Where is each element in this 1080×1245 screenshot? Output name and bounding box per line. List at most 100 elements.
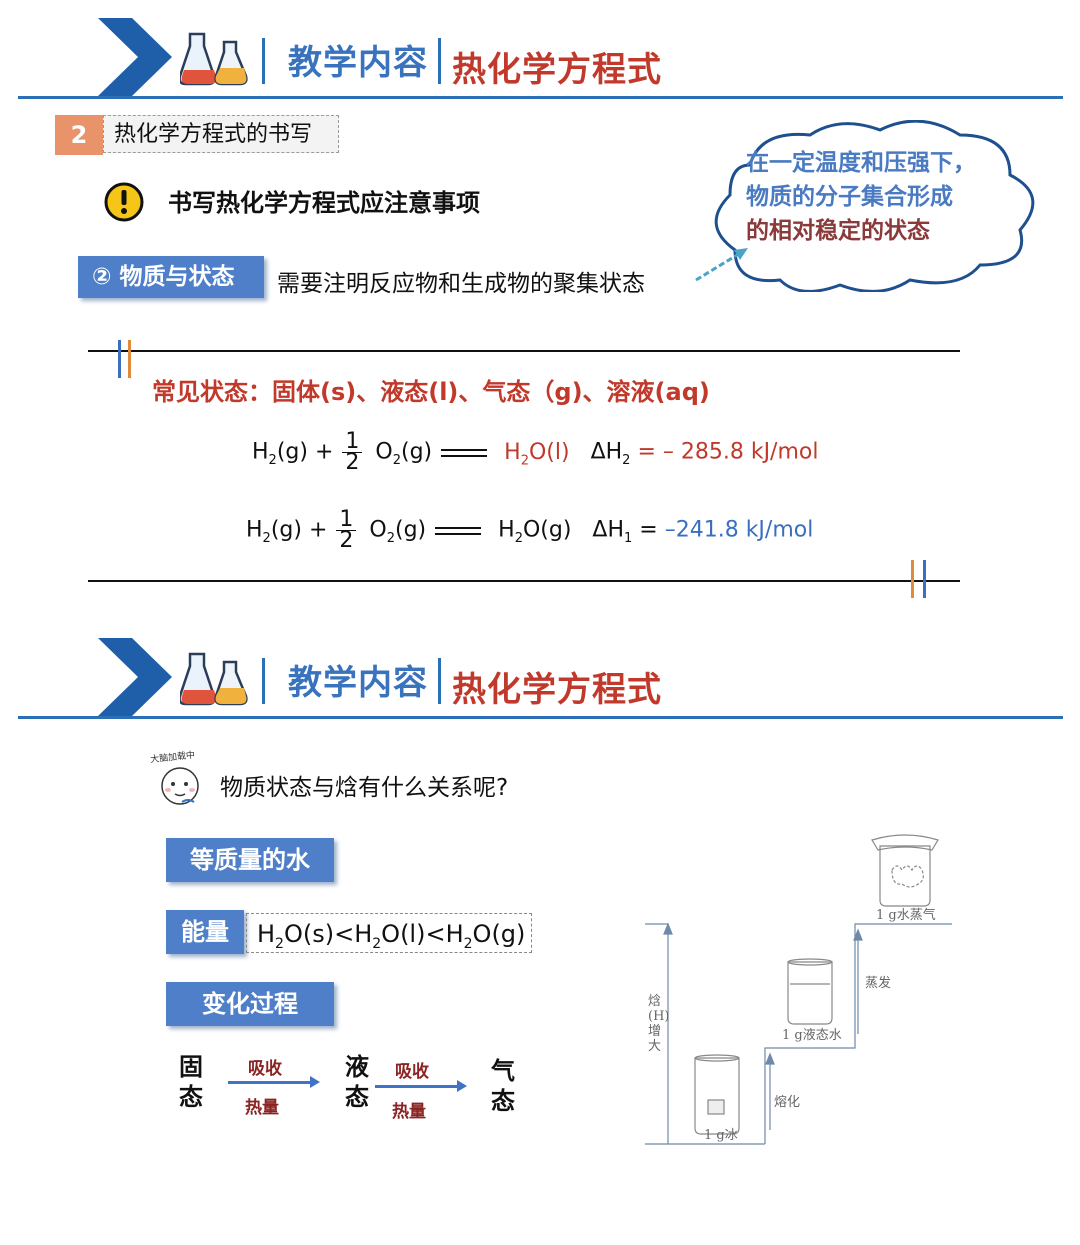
diagram-melt-label: 熔化 <box>774 1095 801 1110</box>
section-title: 教学内容 <box>288 43 428 83</box>
chevron-icon <box>98 638 172 716</box>
chevron-icon <box>98 18 172 96</box>
eq2-dh: ΔH <box>592 517 624 543</box>
divider-mark-blue <box>923 560 926 598</box>
notice-heading: 书写热化学方程式应注意事项 <box>168 189 480 217</box>
slide-header-2: 教学内容 热化学方程式 <box>0 638 1080 738</box>
header-separator <box>438 38 441 84</box>
eq1-frac-den: 2 <box>345 450 360 475</box>
state-item-label: ② 物质与状态 <box>78 256 264 298</box>
flasks-icon <box>180 652 248 706</box>
enthalpy-step-diagram <box>645 834 952 1145</box>
slide-header-1: 教学内容 热化学方程式 <box>0 18 1080 118</box>
energy-rest-c: O(g) <box>472 920 526 948</box>
eq2-dh-sub: 1 <box>624 530 633 546</box>
divider-top <box>88 350 960 352</box>
heat-label-1: 热量 <box>245 1098 279 1118</box>
divider-mark-orange <box>911 560 914 598</box>
eq2-o2-sub: 2 <box>386 530 395 546</box>
energy-box: 能量 <box>166 910 244 954</box>
eq1-product: H <box>504 439 521 465</box>
question-text: 物质状态与焓有什么关系呢? <box>220 775 509 801</box>
common-states-text: 常见状态：固体(s)、液态(l)、气态（g)、溶液(aq) <box>152 378 710 406</box>
header-rule <box>18 96 1063 99</box>
topic-title: 热化学方程式 <box>452 50 662 90</box>
topic-title: 热化学方程式 <box>452 670 662 710</box>
eq2-h2-state: (g) + <box>270 517 328 543</box>
absorb-label-2: 吸收 <box>395 1062 429 1082</box>
eq1-h2: H <box>252 439 269 465</box>
eq1-o2-sub: 2 <box>392 452 401 468</box>
energy-sub-c: 2 <box>463 935 473 952</box>
divider-bottom <box>88 580 960 582</box>
eq1-h2-sub: 2 <box>268 452 277 468</box>
eq2-o2-state: (g) <box>395 517 427 543</box>
eq1-o2: O <box>375 439 393 465</box>
part-title: 热化学方程式的书写 <box>103 115 339 153</box>
process-arrow-1 <box>228 1076 320 1088</box>
eq2-equals-arrow <box>435 526 482 535</box>
state-item-description: 需要注明反应物和生成物的聚集状态 <box>277 271 645 297</box>
heat-label-2: 热量 <box>392 1102 426 1122</box>
eq2-product: H <box>498 517 515 543</box>
header-separator <box>262 38 265 84</box>
eq2-value: –241.8 kJ/mol <box>664 517 814 543</box>
eq2-h2: H <box>246 517 263 543</box>
energy-rest-a: O(s)<H <box>283 920 373 948</box>
eq1-frac-num: 1 <box>342 431 363 453</box>
eq1-dh: ΔH <box>590 439 623 465</box>
energy-sub-a: 2 <box>275 935 284 952</box>
diagram-liquid-label: 1 g液态水 <box>782 1028 842 1043</box>
diagram-ice-label: 1 g冰 <box>704 1128 738 1143</box>
eq1-product-sub: 2 <box>520 452 529 468</box>
energy-sub-b: 2 <box>372 935 382 952</box>
section-title: 教学内容 <box>288 663 428 703</box>
divider-mark-orange <box>128 340 131 378</box>
eq2-frac-num: 1 <box>336 509 357 531</box>
process-arrow-2 <box>375 1080 467 1092</box>
cloud-line-3: 的相对稳定的状态 <box>746 218 930 244</box>
state-gas: 气态 <box>491 1057 515 1115</box>
eq1-dh-sub: 2 <box>622 452 631 468</box>
cloud-callout-text: 在一定温度和压强下， 物质的分子集合形成 的相对稳定的状态 <box>746 146 1016 248</box>
eq1-value: = – 285.8 kJ/mol <box>637 439 819 465</box>
cloud-line-1: 在一定温度和压强下， <box>746 150 976 176</box>
eq1-o2-state: (g) <box>401 439 433 465</box>
liquid-beaker-icon <box>787 958 833 1025</box>
header-separator <box>438 658 441 704</box>
ice-beaker-icon <box>694 1054 740 1135</box>
header-separator <box>262 658 265 704</box>
eq2-h2-sub: 2 <box>262 530 271 546</box>
energy-h-a: H <box>257 920 276 948</box>
header-rule <box>18 716 1063 719</box>
eq1-equals-arrow <box>441 448 488 457</box>
eq1-product-state: O(l) <box>528 439 570 465</box>
warning-icon <box>104 182 144 222</box>
eq2-product-sub: 2 <box>514 530 523 546</box>
state-solid: 固态 <box>179 1053 203 1111</box>
eq2-o2: O <box>369 517 387 543</box>
water-box: 等质量的水 <box>166 838 334 882</box>
eq1-h2-state: (g) + <box>276 439 334 465</box>
energy-rest-b: O(l)<H <box>381 920 464 948</box>
vapor-beaker-icon <box>871 834 939 907</box>
eq2-frac-den: 2 <box>339 528 354 553</box>
part-number-badge: 2 <box>55 115 103 155</box>
cloud-line-2: 物质的分子集合形成 <box>746 184 953 210</box>
flasks-icon <box>180 32 248 86</box>
diagram-y-label: 焓 (H) 增大 <box>648 994 670 1054</box>
absorb-label-1: 吸收 <box>248 1059 282 1079</box>
state-liquid: 液态 <box>345 1053 369 1111</box>
diagram-evaporate-label: 蒸发 <box>865 976 892 991</box>
eq2-product-state: O(g) <box>522 517 572 543</box>
thinking-face-icon <box>161 767 199 805</box>
eq2-value-eq: = <box>639 517 665 543</box>
process-box: 变化过程 <box>166 982 334 1026</box>
divider-mark-blue <box>118 340 121 378</box>
energy-expression: H2O(s)<H2O(l)<H2O(g) <box>246 913 532 953</box>
cloud-callout-shape <box>695 120 1035 292</box>
